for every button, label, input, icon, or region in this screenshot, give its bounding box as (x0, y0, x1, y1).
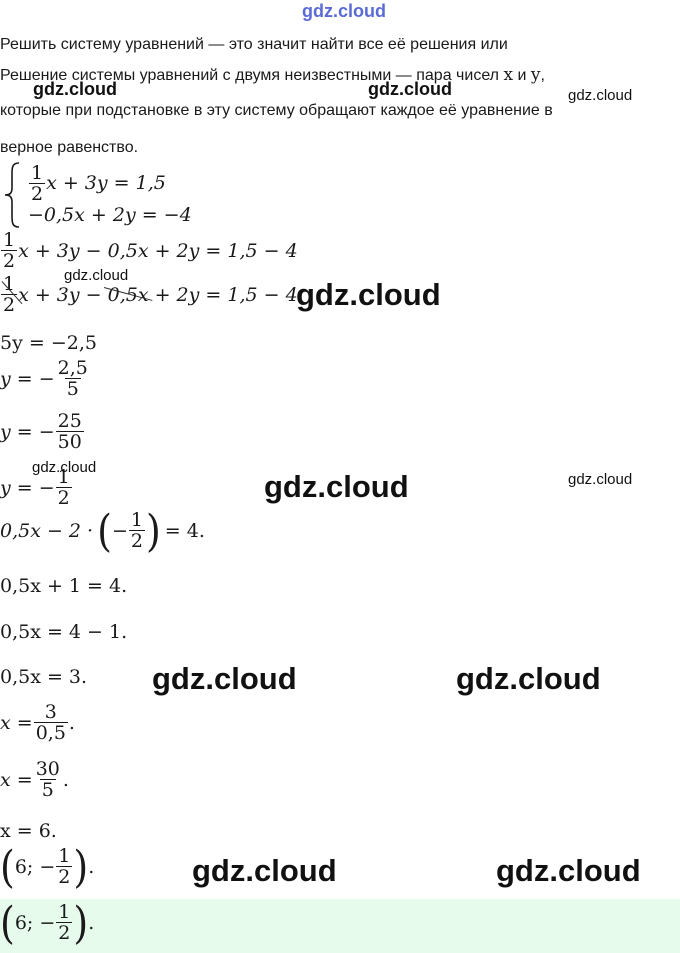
var-x: x (503, 65, 514, 85)
watermark: gdz.cloud (64, 267, 129, 284)
watermark: gdz.cloud (296, 277, 441, 312)
system-eq-1: x + 3y = 1,5 (46, 172, 166, 194)
system-brace-icon (4, 162, 20, 228)
step-sum-expression: x + 3y − 0,5x + 2y = 1,5 − 4 (18, 239, 298, 262)
answer-highlight (0, 899, 680, 953)
watermark: gdz.cloud (152, 661, 297, 696)
var-y: y (530, 65, 541, 85)
step-x4: 0,5x = 3. (0, 666, 88, 688)
step-x7: x = 6. (0, 820, 57, 842)
step-x2: 0,5x + 1 = 4. (0, 575, 128, 597)
definition-comma: , (540, 67, 545, 84)
header-watermark: gdz.cloud (302, 1, 386, 21)
system-eq-2: −0,5x + 2y = −4 (28, 204, 192, 226)
definition-and: и (513, 67, 531, 84)
watermark: gdz.cloud (33, 79, 117, 99)
watermark: gdz.cloud (264, 469, 409, 504)
definition-line-1: Решение системы уравнений с двумя неизве… (0, 64, 545, 87)
watermark: gdz.cloud (368, 79, 452, 99)
definition-line-2: которые при подстановке в эту систему об… (0, 102, 553, 119)
watermark: gdz.cloud (192, 853, 337, 888)
watermark: gdz.cloud (32, 459, 97, 476)
intro-line: Решить систему уравнений — это значит на… (0, 36, 508, 53)
watermark: gdz.cloud (456, 661, 601, 696)
step-x3: 0,5x = 4 − 1. (0, 621, 128, 643)
step-5y: 5y = −2,5 (0, 332, 97, 354)
watermark: gdz.cloud (568, 471, 633, 488)
definition-line-3: верное равенство. (0, 139, 139, 156)
watermark: gdz.cloud (568, 87, 633, 104)
definition-text: Решение системы уравнений с двумя неизве… (0, 67, 504, 84)
step-cancel-expression: x + 3y − 0,5x + 2y = 1,5 − 4 (18, 283, 298, 306)
watermark: gdz.cloud (496, 853, 641, 888)
